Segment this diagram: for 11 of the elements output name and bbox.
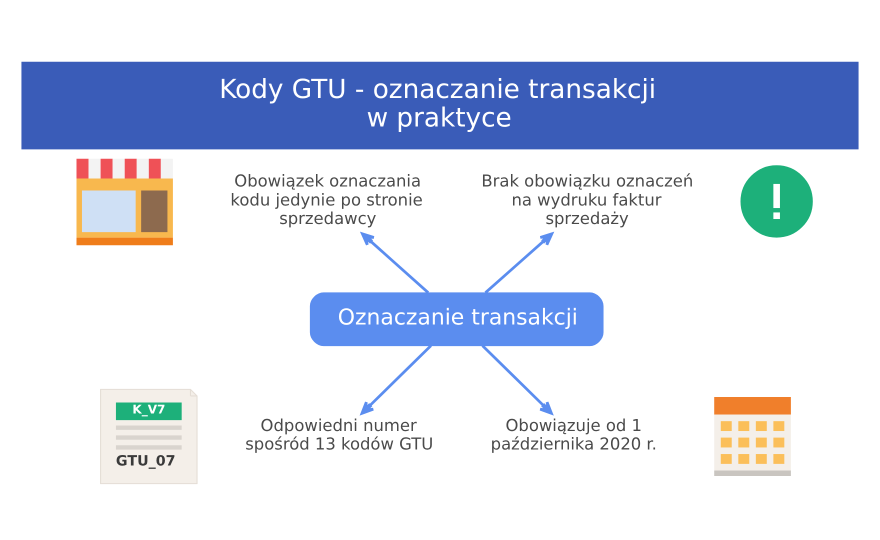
arrow (481, 344, 553, 414)
node-text: Obowiązek oznaczania kodu jedynie po stronie sprzedawcy (230, 171, 423, 228)
arrow (360, 344, 432, 414)
node-text: Brak obowiązku oznaczeń na wydruku faktur sprzedaży (481, 171, 694, 228)
node-circle (740, 164, 813, 238)
node-text: Odpowiedni numer spośród 13 kodów GTU (245, 416, 434, 454)
node-text: Obowiązuje od 1 października 2020 r. (490, 416, 657, 454)
arrow (361, 232, 430, 294)
diagram-title: Kody GTU - oznaczanie transakcji w praktyce (219, 74, 656, 134)
node-box: Oznaczanie transakcji (310, 292, 604, 346)
arrow (484, 232, 554, 294)
